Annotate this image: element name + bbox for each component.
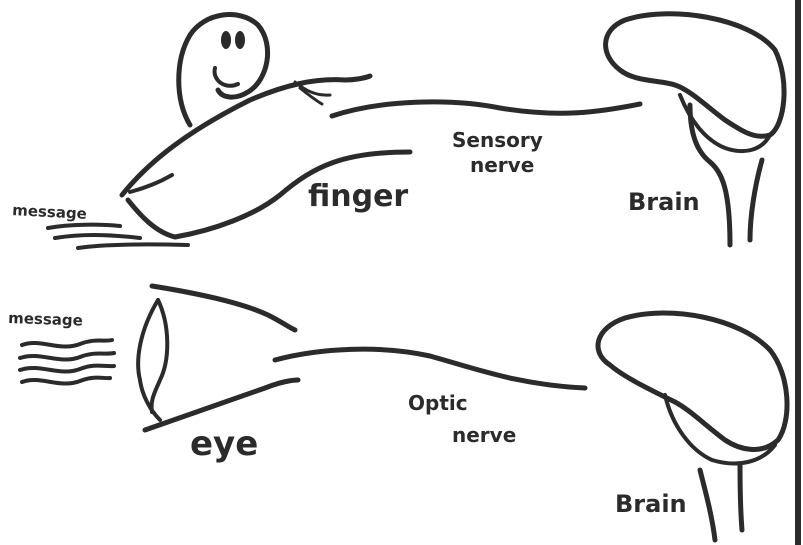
top-message-label: message (12, 201, 88, 223)
light-message-waves (20, 340, 114, 384)
sensory-nerve-label-line2: nerve (470, 153, 534, 177)
eye-label: eye (190, 424, 258, 464)
optic-nerve-line (275, 349, 585, 388)
person-head-drawing (179, 15, 268, 125)
sensory-nerve-line (332, 102, 640, 116)
bottom-message-label: message (8, 309, 83, 330)
optic-nerve-label-line1: Optic (408, 391, 468, 415)
optic-nerve-label-line2: nerve (452, 423, 516, 447)
bottom-brain-label: Brain (615, 490, 687, 518)
sensory-nerve-label-line1: Sensory (452, 128, 543, 152)
top-brain-label: Brain (628, 188, 700, 216)
finger-label: finger (308, 179, 408, 214)
